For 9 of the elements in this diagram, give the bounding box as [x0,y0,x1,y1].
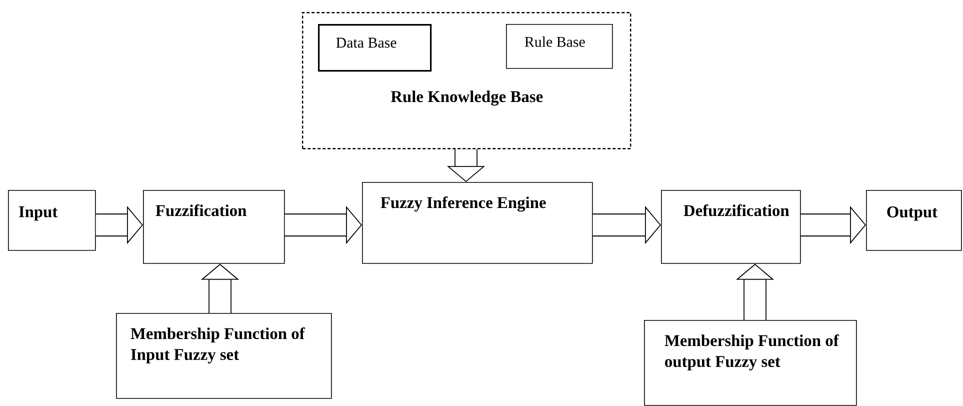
input-box: Input [8,190,96,251]
membership-function-box: Membership Function of output Fuzzy set [644,320,857,406]
process-box: Fuzzification [143,190,285,264]
database-box: Data Base [318,24,432,72]
rule-base-box: Rule Base [506,24,613,69]
membership-function-box: Membership Function of Input Fuzzy set [116,313,332,399]
output-box: Output [866,190,962,251]
process-box: Defuzzification [661,190,801,264]
process-box: Fuzzy Inference Engine [362,182,593,264]
